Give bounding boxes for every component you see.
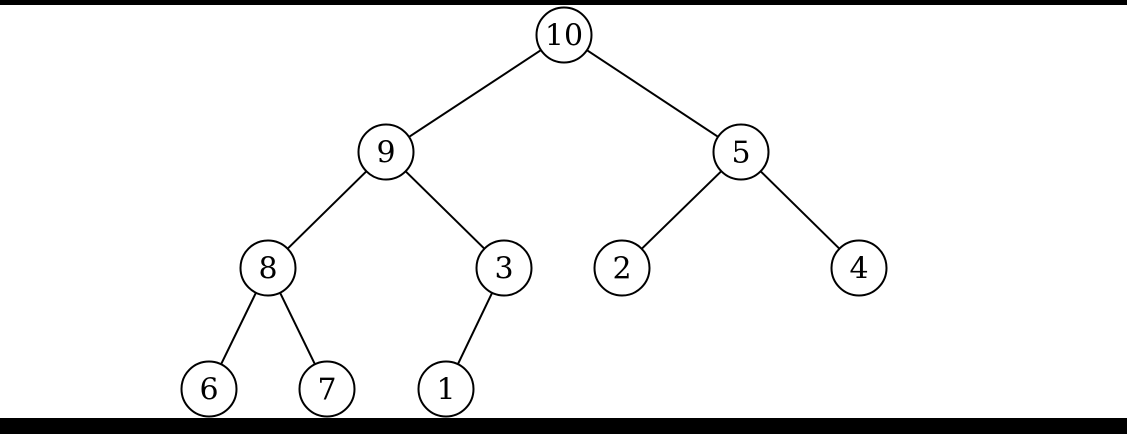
- node-circle-10: [535, 6, 593, 64]
- node-label-4: 4: [849, 252, 868, 287]
- node-circle-5: [712, 123, 770, 181]
- node-label-10: 10: [545, 19, 583, 54]
- tree-edge-5-2: [640, 170, 723, 250]
- tree-edge-3-1: [456, 292, 494, 365]
- tree-node-7[interactable]: 7: [298, 360, 356, 418]
- tree-node-1[interactable]: 1: [417, 360, 475, 418]
- node-label-9: 9: [376, 136, 395, 171]
- node-label-6: 6: [199, 373, 218, 408]
- tree-edge-10-5: [586, 49, 719, 138]
- tree-edge-9-3: [404, 170, 486, 250]
- tree-node-8[interactable]: 8: [239, 239, 297, 297]
- tree-node-2[interactable]: 2: [593, 239, 651, 297]
- node-label-5: 5: [731, 136, 750, 171]
- tree-node-10[interactable]: 10: [535, 6, 593, 64]
- node-circle-6: [180, 360, 238, 418]
- edge-layer: [220, 49, 841, 365]
- node-layer: 10 9 5 8 3 2 4 6 7 1: [180, 6, 888, 418]
- node-circle-1: [417, 360, 475, 418]
- node-label-8: 8: [258, 252, 277, 287]
- node-circle-3: [475, 239, 533, 297]
- tree-edge-9-8: [286, 170, 368, 250]
- node-circle-2: [593, 239, 651, 297]
- tree-node-4[interactable]: 4: [830, 239, 888, 297]
- node-label-2: 2: [612, 252, 631, 287]
- bottom-black-bar: [0, 418, 1127, 434]
- tree-node-3[interactable]: 3: [475, 239, 533, 297]
- node-circle-7: [298, 360, 356, 418]
- node-label-1: 1: [436, 373, 455, 408]
- tree-edge-8-7: [279, 292, 316, 365]
- tree-node-5[interactable]: 5: [712, 123, 770, 181]
- node-label-7: 7: [317, 373, 336, 408]
- node-circle-8: [239, 239, 297, 297]
- top-black-bar: [0, 0, 1127, 5]
- node-circle-4: [830, 239, 888, 297]
- tree-node-6[interactable]: 6: [180, 360, 238, 418]
- node-circle-9: [357, 123, 415, 181]
- tree-edge-8-6: [220, 292, 257, 365]
- tree-node-9[interactable]: 9: [357, 123, 415, 181]
- node-label-3: 3: [494, 252, 513, 287]
- tree-edge-10-9: [408, 49, 542, 138]
- tree-edge-5-4: [759, 170, 841, 250]
